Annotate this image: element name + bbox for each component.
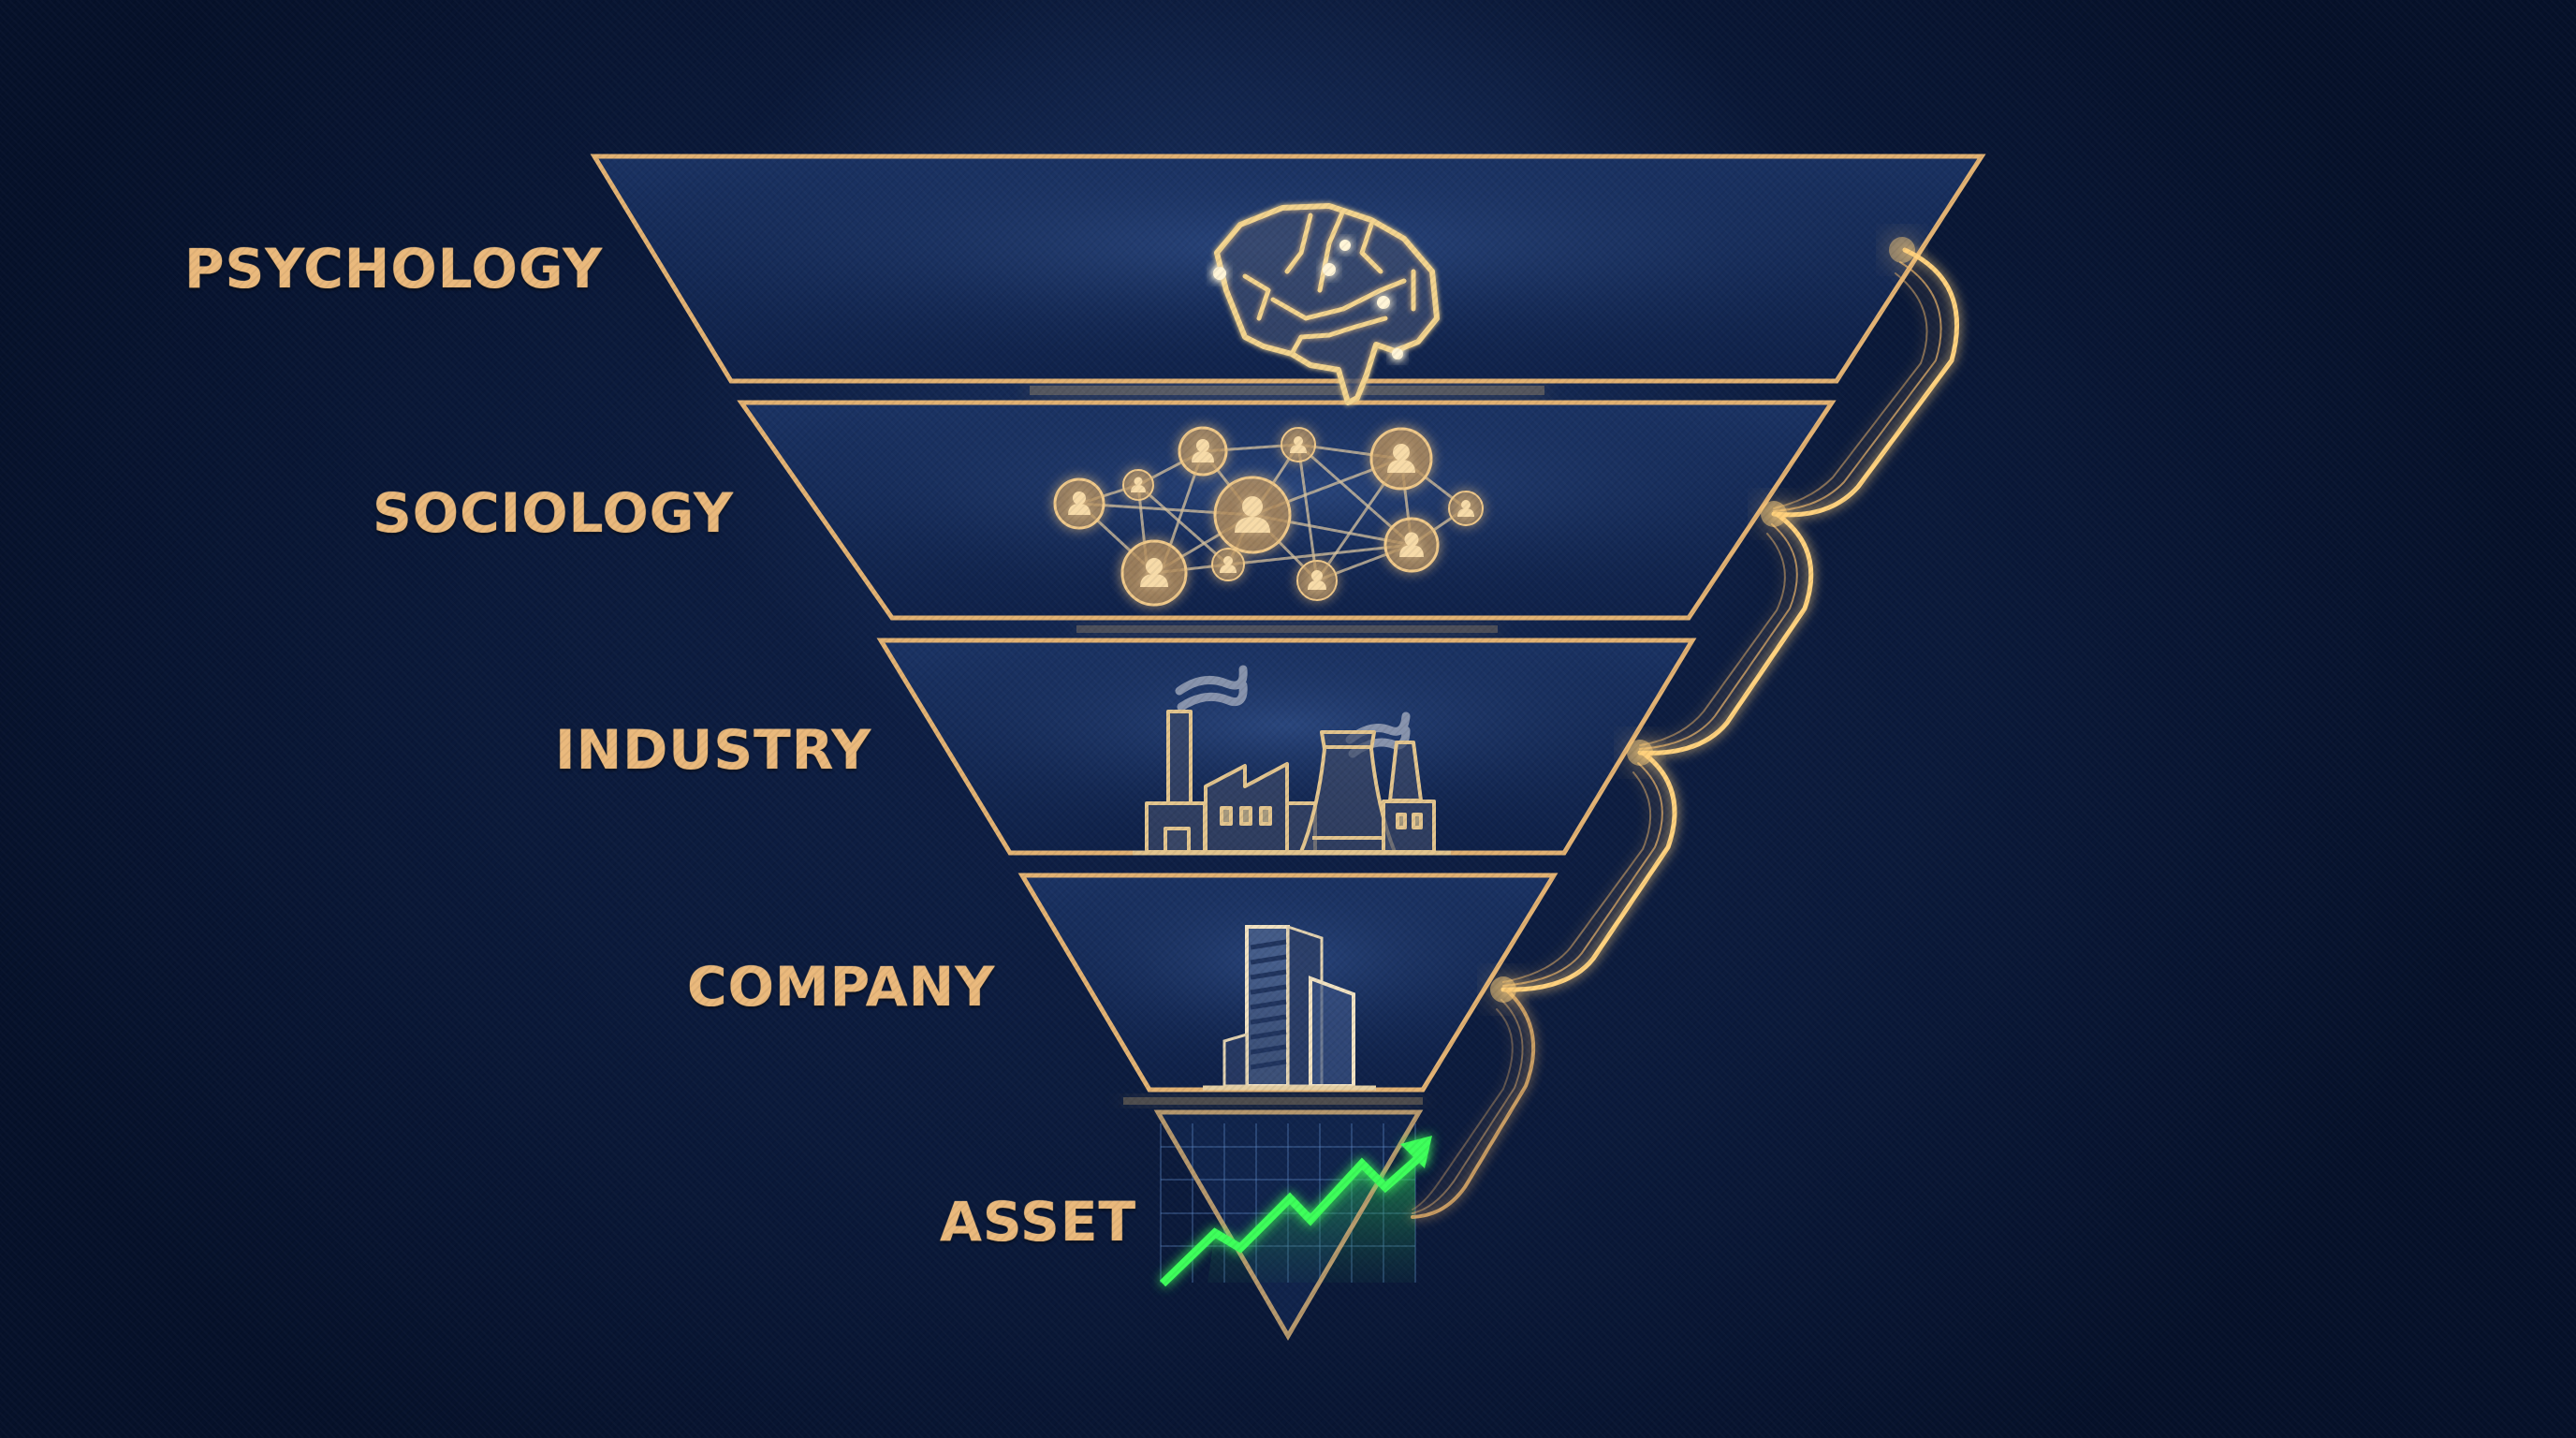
label-company: COMPANY [687, 955, 996, 1019]
level-industry-band [876, 638, 1697, 856]
connector-lines [1411, 237, 1960, 1219]
label-industry: INDUSTRY [555, 718, 872, 782]
band-separator-glows [1030, 386, 1544, 1105]
factory-icon [1133, 665, 1451, 856]
label-sociology: SOCIOLOGY [373, 481, 735, 545]
label-psychology: PSYCHOLOGY [184, 237, 604, 301]
social-network-icon [1053, 426, 1484, 607]
person-nodes [1053, 426, 1484, 607]
label-asset: ASSET [940, 1190, 1137, 1254]
brain-icon [1213, 203, 1440, 405]
rising-chart-arrow-icon [1147, 1109, 1460, 1341]
office-building-icon [1203, 889, 1376, 1091]
